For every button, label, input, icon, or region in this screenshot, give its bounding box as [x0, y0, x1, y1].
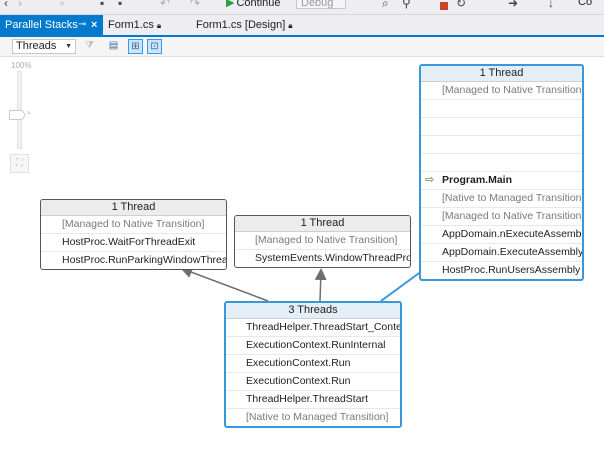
find-icon[interactable]: ⌕: [382, 0, 389, 10]
zoom-level: 100%: [11, 61, 32, 70]
lock-icon: 🔒︎: [156, 21, 162, 30]
toggle-method-icon[interactable]: ⊞: [128, 39, 143, 54]
view-select-value: Threads: [16, 40, 57, 52]
stack-frame[interactable]: AppDomain.ExecuteAssembly: [421, 244, 582, 262]
document-tab-bar: Parallel Stacks ⊸ × Form1.cs🔒︎ Form1.cs …: [0, 15, 604, 35]
lock-icon: 🔒︎: [288, 21, 293, 30]
stack-node[interactable]: 1 Thread [Managed to Native Transition] …: [40, 199, 227, 270]
play-icon: ▶: [226, 0, 235, 9]
show-next-statement-icon[interactable]: ➜: [508, 0, 519, 10]
save-icon[interactable]: ▪: [100, 0, 105, 10]
stack-frame[interactable]: HostProc.WaitForThreadExit: [41, 234, 226, 252]
stack-frame[interactable]: ThreadHelper.ThreadStart_Context: [226, 319, 400, 337]
method-view-icon[interactable]: ▤: [108, 40, 119, 51]
pin-icon[interactable]: ⊸: [78, 19, 87, 30]
config-select[interactable]: Debug: [296, 0, 346, 9]
stack-frame-spacer: [421, 154, 582, 172]
tab-label: Form1.cs [Design]: [196, 19, 286, 31]
stack-frame[interactable]: [Managed to Native Transition]: [235, 232, 410, 250]
stop-icon[interactable]: [440, 2, 448, 10]
redo-icon[interactable]: ↷: [190, 0, 201, 10]
stack-frame-label: Program.Main: [442, 174, 513, 186]
view-select[interactable]: Threads ▼: [12, 39, 76, 54]
tab-form1-design[interactable]: Form1.cs [Design]🔒︎: [191, 15, 301, 35]
stack-frame[interactable]: ThreadHelper.ThreadStart: [226, 391, 400, 409]
stack-frame[interactable]: HostProc.RunParkingWindowThread: [62, 254, 227, 266]
stack-frame[interactable]: [Managed to Native Transition]: [421, 82, 582, 100]
active-tab-underline: [0, 35, 604, 37]
stack-frame-spacer: [421, 118, 582, 136]
stack-frame[interactable]: [Native to Managed Transition]: [246, 411, 389, 423]
main-toolbar: ‹ › ▫ ▪ ▪ ↶ ↷ ▶Continue Debug ⌕ ⚲ ↻ ➜ ↓ …: [0, 0, 604, 15]
stack-frame[interactable]: HostProc.RunUsersAssembly: [442, 264, 581, 276]
current-thread-icon: ⇨: [425, 174, 435, 186]
stack-frame[interactable]: ExecutionContext.Run: [226, 355, 400, 373]
chevron-down-icon: ▼: [65, 43, 72, 50]
tab-label: Form1.cs: [108, 19, 154, 31]
close-icon[interactable]: ×: [91, 19, 98, 31]
stack-frame[interactable]: [Managed to Native Transition]: [41, 216, 226, 234]
stack-frame[interactable]: [Native to Managed Transition]: [421, 190, 582, 208]
stack-node-root[interactable]: 3 Threads ThreadHelper.ThreadStart_Conte…: [224, 301, 402, 428]
step-into-icon[interactable]: ↓: [548, 0, 554, 10]
stack-node-header: 1 Thread: [41, 200, 226, 216]
stack-frame-current[interactable]: ⇨ Program.Main: [421, 172, 582, 190]
stack-frame-spacer: [421, 100, 582, 118]
stack-frame[interactable]: AppDomain.nExecuteAssembly: [421, 226, 582, 244]
forward-icon[interactable]: ›: [18, 0, 22, 10]
toolbar-cut-label[interactable]: Co: [578, 0, 593, 8]
continue-button[interactable]: ▶Continue: [226, 0, 281, 9]
stack-frame[interactable]: ExecutionContext.RunInternal: [226, 337, 400, 355]
filter-icon[interactable]: ⧩: [85, 40, 94, 51]
back-icon[interactable]: ‹: [4, 0, 8, 10]
stack-node-header: 1 Thread: [235, 216, 410, 232]
restart-icon[interactable]: ↻: [456, 0, 467, 10]
tab-label: Parallel Stacks: [5, 19, 78, 31]
stack-node-header: 1 Thread: [421, 66, 582, 82]
save-all-icon[interactable]: ▪: [118, 0, 123, 10]
connector-arrow: [180, 266, 269, 302]
stack-frame-spacer: [421, 136, 582, 154]
stacks-canvas[interactable]: 100% ≈ ⛶ 1 Thread [Managed to Native Tra…: [0, 57, 604, 464]
new-item-icon[interactable]: ▫: [60, 0, 65, 10]
connector-arrow: [314, 268, 327, 302]
parallel-stacks-toolbar: Threads ▼ ⧩ ▤ ⊞ ⊡: [0, 37, 604, 57]
bookmark-icon[interactable]: ⚲: [402, 0, 411, 10]
stack-frame[interactable]: ExecutionContext.Run: [226, 373, 400, 391]
stack-frame[interactable]: SystemEvents.WindowThreadProc: [255, 252, 411, 264]
tab-form1-cs[interactable]: Form1.cs🔒︎: [103, 15, 183, 35]
stack-node-current[interactable]: 1 Thread [Managed to Native Transition] …: [419, 64, 584, 281]
fit-view-icon[interactable]: ⛶: [10, 154, 29, 173]
auto-scroll-icon[interactable]: ⊡: [147, 39, 162, 54]
zoom-tick-icon: ≈: [27, 110, 31, 117]
stack-frame[interactable]: [Managed to Native Transition]: [421, 208, 582, 226]
tab-parallel-stacks[interactable]: Parallel Stacks ⊸ ×: [0, 15, 103, 35]
zoom-slider-thumb[interactable]: [9, 110, 25, 120]
undo-icon[interactable]: ↶: [160, 0, 171, 10]
continue-label: Continue: [236, 0, 281, 9]
stack-node[interactable]: 1 Thread [Managed to Native Transition] …: [234, 215, 411, 268]
stack-node-header: 3 Threads: [226, 303, 400, 319]
